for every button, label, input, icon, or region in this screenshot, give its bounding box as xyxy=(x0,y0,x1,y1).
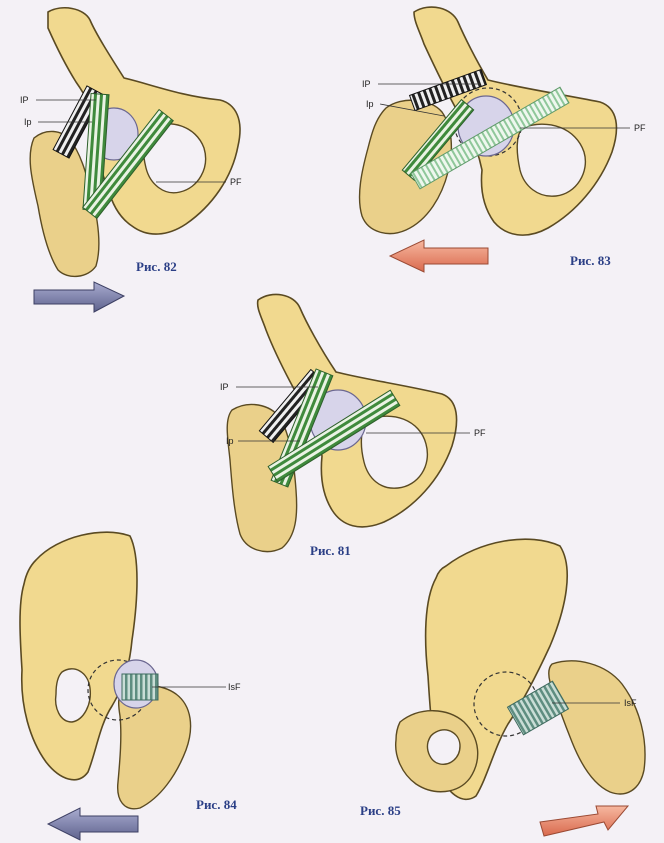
ligament-isf-85 xyxy=(506,680,570,736)
label-ip-upper-83: IP xyxy=(362,79,371,89)
caption-85: Рис. 85 xyxy=(360,803,401,818)
obturator-foramen-83 xyxy=(516,123,586,197)
arrow-left-icon xyxy=(46,807,139,841)
label-isf-84: IsF xyxy=(228,682,241,692)
caption-81: Рис. 81 xyxy=(310,543,351,558)
figure-81: IP Ip PF Рис. 81 xyxy=(220,293,486,558)
figure-85: IsF Рис. 85 xyxy=(360,538,646,837)
ligament-pf-82 xyxy=(82,108,174,220)
leader-ip-lower-83 xyxy=(379,103,445,117)
ligament-ip-lower-83 xyxy=(401,98,475,182)
arrow-right-icon xyxy=(539,805,630,837)
label-ip-upper-81: IP xyxy=(220,382,229,392)
ligament-pf-83 xyxy=(410,86,570,190)
figure-83: IP Ip PF Рис. 83 xyxy=(358,6,646,273)
label-pf-81: PF xyxy=(474,428,486,438)
ligament-ip-upper-83 xyxy=(408,68,488,112)
label-pf-82: PF xyxy=(230,177,242,187)
label-ip-lower-82: Ip xyxy=(24,117,32,127)
arrow-left-icon xyxy=(388,239,489,273)
obturator-foramen-81 xyxy=(360,415,428,489)
caption-83: Рис. 83 xyxy=(570,253,611,268)
femur-84 xyxy=(117,684,192,810)
label-isf-85: IsF xyxy=(624,698,637,708)
ligament-pf-81 xyxy=(267,389,401,483)
label-pf-83: PF xyxy=(634,123,646,133)
femur-85 xyxy=(547,660,646,795)
obturator-foramen-84 xyxy=(54,668,91,723)
label-ip-lower-81: Ip xyxy=(226,436,234,446)
obturator-foramen-85 xyxy=(426,729,461,765)
caption-84: Рис. 84 xyxy=(196,797,237,812)
ilium-84 xyxy=(19,531,138,781)
label-ip-lower-83: Ip xyxy=(366,99,374,109)
figure-84: IsF Рис. 84 xyxy=(19,531,241,841)
figure-82: IP Ip PF Рис. 82 xyxy=(20,7,242,313)
label-ip-upper-82: IP xyxy=(20,95,29,105)
arrow-right-icon xyxy=(33,281,126,313)
caption-82: Рис. 82 xyxy=(136,259,177,274)
